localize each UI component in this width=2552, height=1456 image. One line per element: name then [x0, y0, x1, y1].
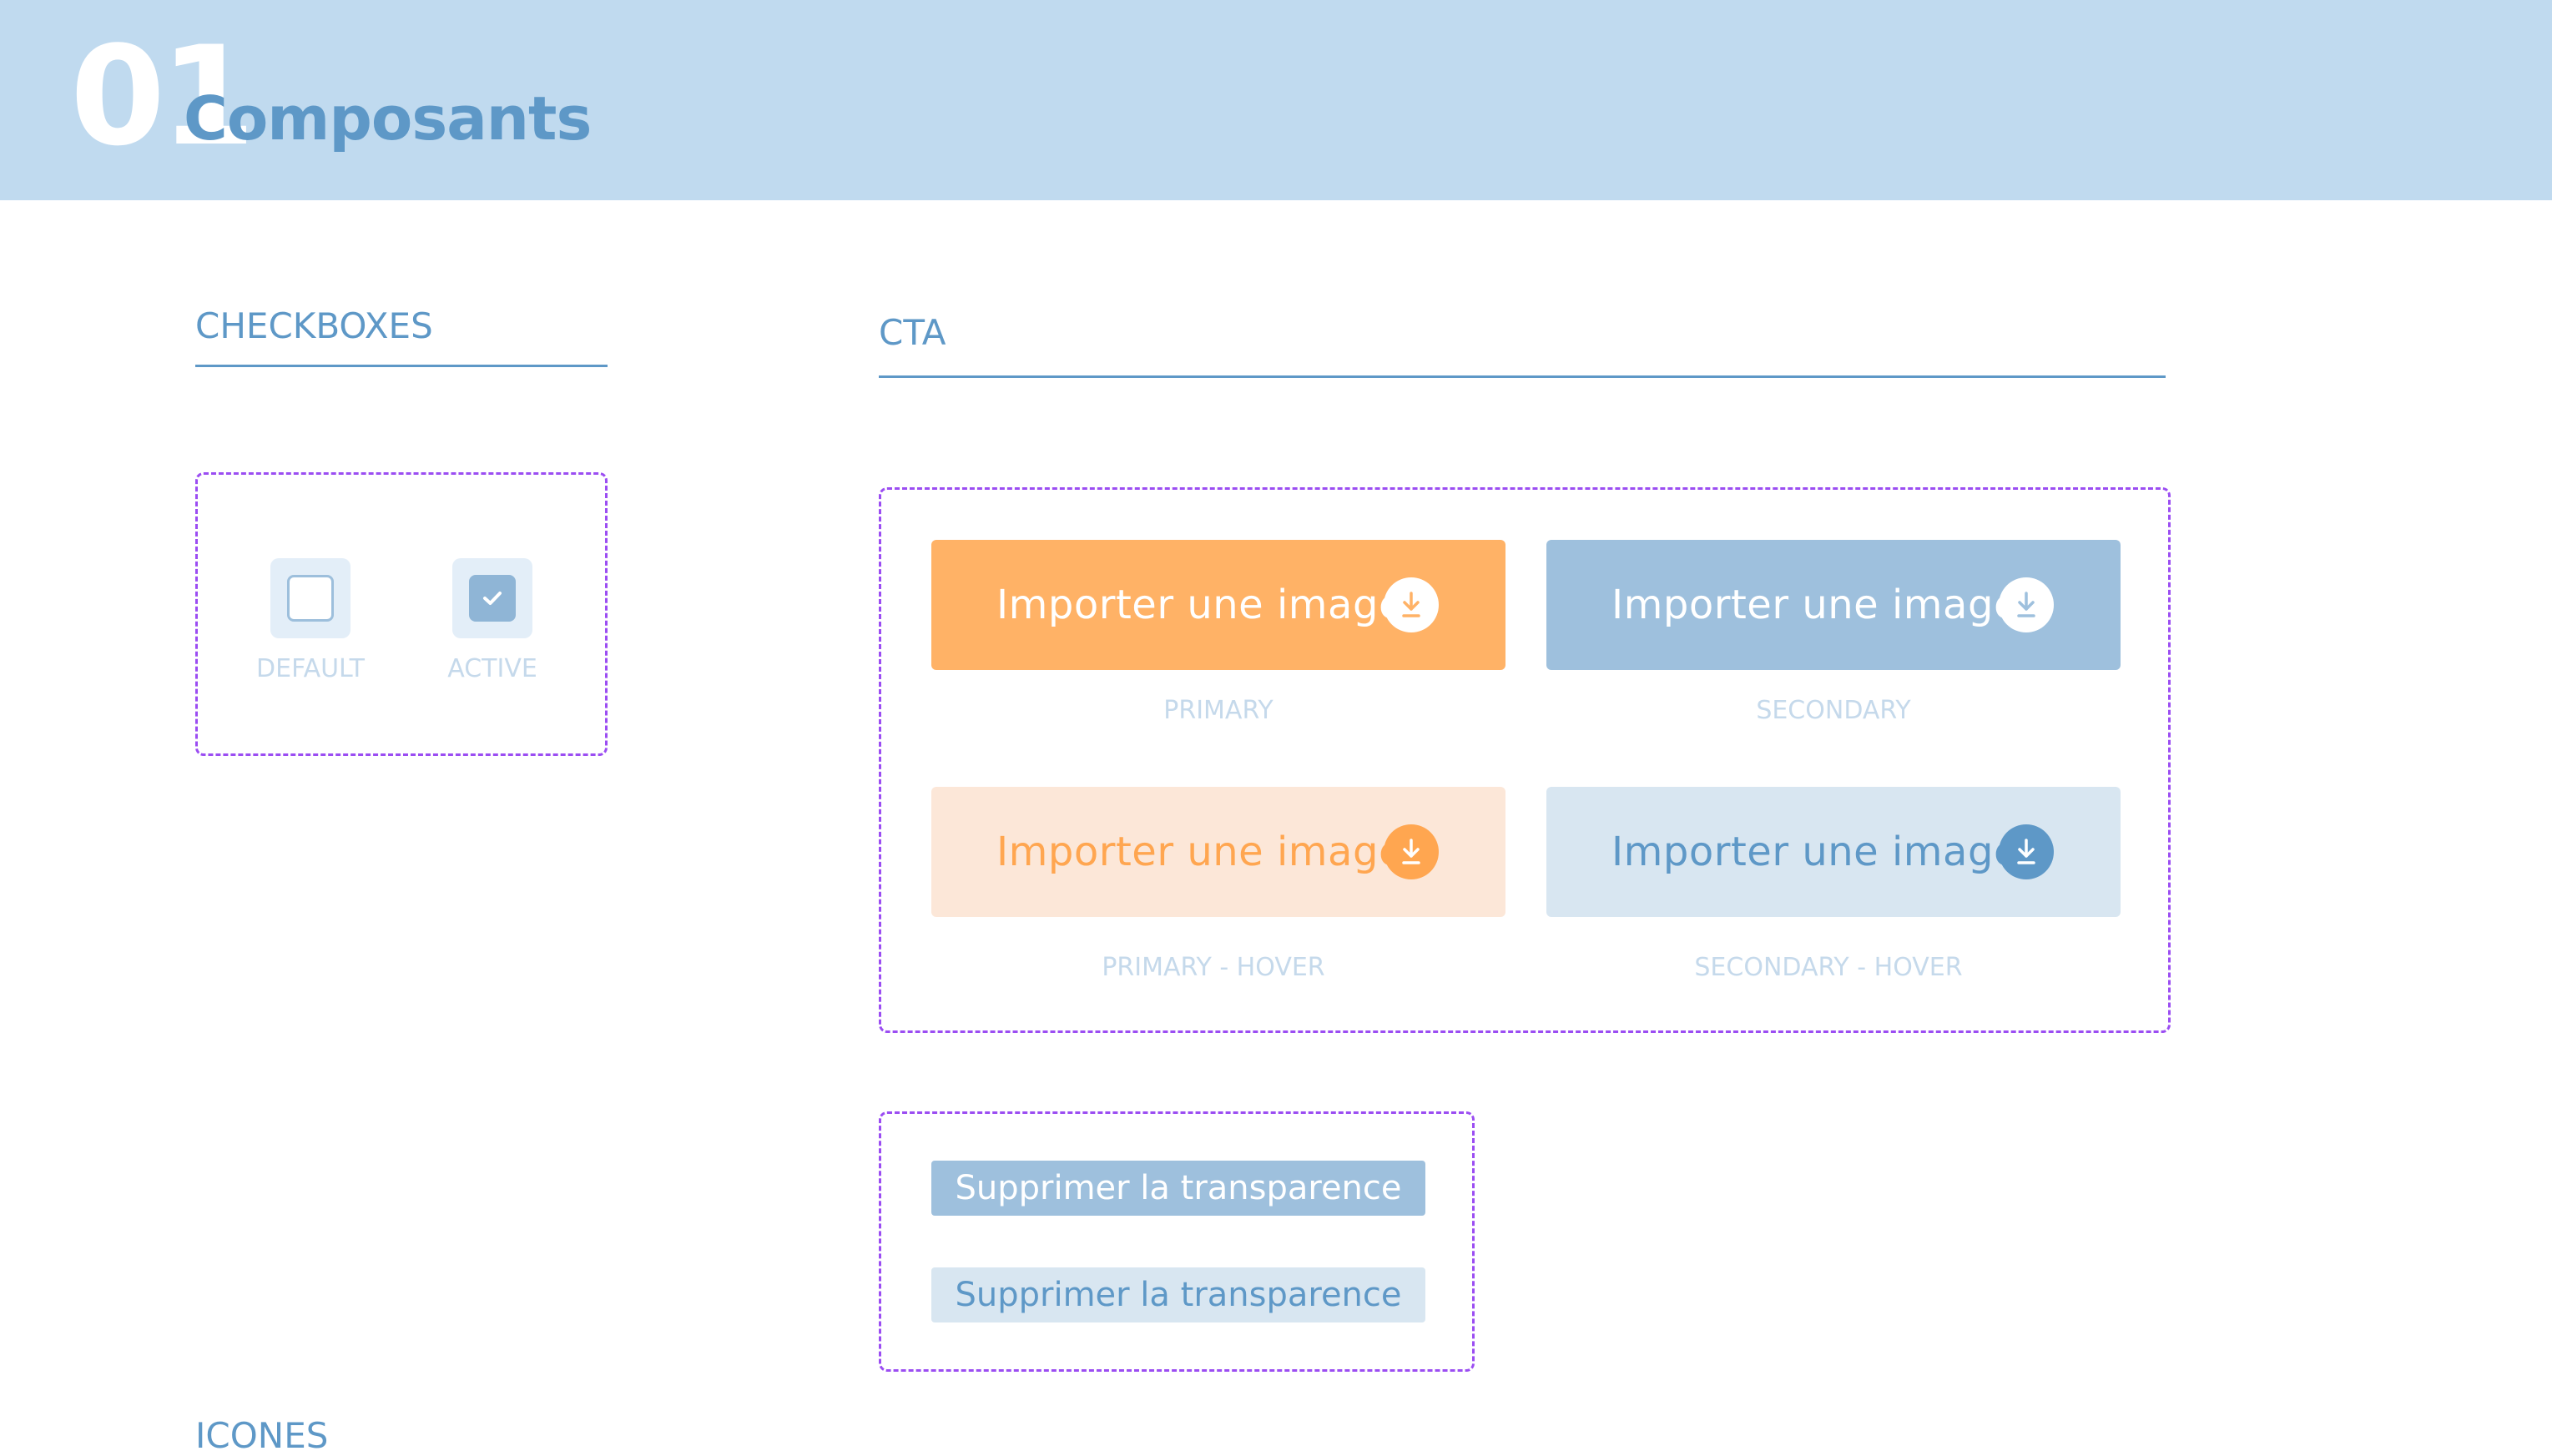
small-buttons-showcase-frame: Supprimer la transparence Supprimer la t… — [879, 1111, 1475, 1372]
import-image-primary-label: Importer une image — [996, 582, 1404, 628]
checkbox-default-label: DEFAULT — [256, 654, 365, 683]
import-image-secondary-hover-button[interactable]: Importer une image — [1546, 787, 2121, 917]
cta-showcase-frame: Importer une image PRIMARY Importer une … — [879, 487, 2171, 1033]
section-number: 01 — [70, 17, 255, 176]
download-icon — [1384, 577, 1439, 632]
checkmark-icon — [483, 592, 502, 605]
download-icon — [1999, 824, 2054, 879]
import-image-secondary-button[interactable]: Importer une image — [1546, 540, 2121, 670]
cta-section-divider — [879, 375, 2166, 378]
import-image-primary-hover-button[interactable]: Importer une image — [931, 787, 1505, 917]
remove-transparency-button[interactable]: Supprimer la transparence — [931, 1161, 1425, 1216]
download-icon — [1999, 577, 2054, 632]
icones-section-title: ICONES — [195, 1415, 329, 1456]
checkboxes-section-divider — [195, 365, 608, 367]
secondary-caption: SECONDARY — [1756, 696, 1911, 725]
cta-section-title: CTA — [879, 312, 946, 353]
page-header: 01 Composants — [0, 0, 2552, 200]
primary-hover-caption: PRIMARY - HOVER — [1102, 953, 1325, 982]
import-image-secondary-hover-label: Importer une image — [1611, 829, 2019, 875]
secondary-hover-caption: SECONDARY - HOVER — [1694, 953, 1963, 982]
page-title: Composants — [184, 83, 592, 154]
checkbox-checked-box[interactable] — [469, 575, 516, 622]
primary-caption: PRIMARY — [1163, 696, 1273, 725]
checkbox-empty-box[interactable] — [287, 575, 334, 622]
checkboxes-section-title: CHECKBOXES — [195, 305, 433, 346]
checkbox-default[interactable] — [270, 558, 351, 638]
download-icon — [1384, 824, 1439, 879]
checkboxes-showcase-frame: DEFAULT ACTIVE — [195, 472, 608, 756]
checkbox-active[interactable] — [452, 558, 532, 638]
import-image-secondary-label: Importer une image — [1611, 582, 2019, 628]
checkbox-active-label: ACTIVE — [447, 654, 537, 683]
import-image-primary-hover-label: Importer une image — [996, 829, 1404, 875]
remove-transparency-hover-button[interactable]: Supprimer la transparence — [931, 1267, 1425, 1322]
import-image-primary-button[interactable]: Importer une image — [931, 540, 1505, 670]
